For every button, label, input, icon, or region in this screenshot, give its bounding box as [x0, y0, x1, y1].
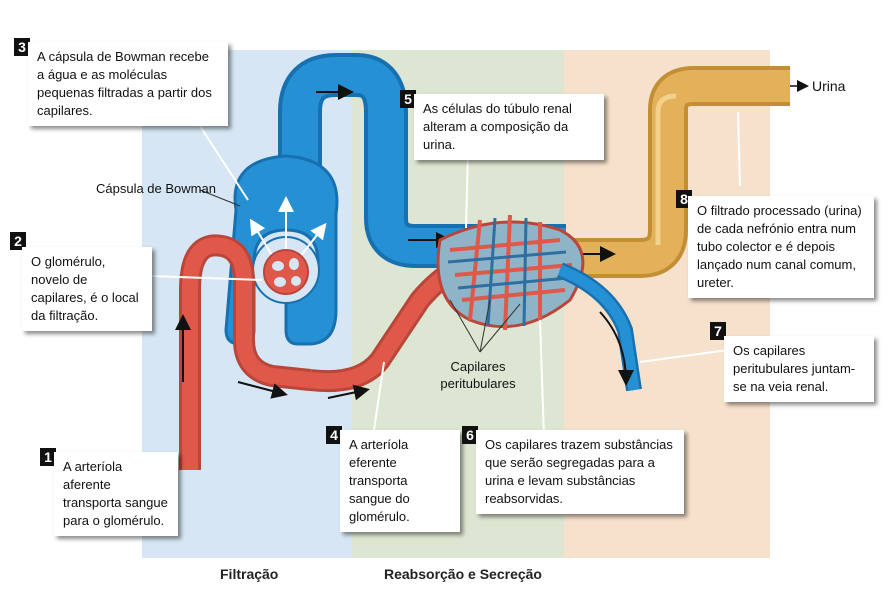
step-3-box: A cápsula de Bowman recebe a água e as m… [28, 42, 228, 126]
peritubular-capillaries [436, 214, 585, 331]
zone-label-filtracao: Filtração [220, 566, 279, 582]
step-4-box: A arteríola eferente transporta sangue d… [340, 430, 460, 532]
step-3-number: 3 [14, 38, 30, 56]
step-7-number: 7 [710, 322, 726, 340]
step-6-box: Os capilares trazem substâncias que serã… [476, 430, 684, 514]
step-5-number: 5 [400, 90, 416, 108]
zone-label-reabsorcao: Reabsorção e Secreção [384, 566, 542, 582]
step-5-text: As células do túbulo renal alteram a com… [423, 101, 572, 152]
step-4-number: 4 [326, 426, 342, 444]
step-7-box: Os capilares peritubulares juntam-se na … [724, 336, 874, 402]
callout-lines [149, 111, 741, 439]
afferent-arteriole [175, 234, 312, 470]
label-urina: Urina [812, 78, 846, 94]
step-1-number: 1 [40, 448, 56, 466]
step-8-text: O filtrado processado (urina) de cada ne… [697, 203, 862, 290]
step-6-number: 6 [462, 426, 478, 444]
renal-vein [556, 262, 642, 392]
label-capsula-bowman: Cápsula de Bowman [96, 181, 216, 196]
step-2-number: 2 [10, 232, 26, 250]
collecting-duct [560, 66, 809, 278]
glomerulus [263, 249, 309, 295]
pointer-lines [199, 189, 521, 353]
step-4-text: A arteríola eferente transporta sangue d… [349, 437, 410, 524]
step-1-box: A arteríola aferente transporta sangue p… [54, 452, 178, 536]
step-7-text: Os capilares peritubulares juntam-se na … [733, 343, 856, 394]
step-6-text: Os capilares trazem substâncias que serã… [485, 437, 673, 506]
step-8-box: O filtrado processado (urina) de cada ne… [688, 196, 874, 298]
step-2-text: O glomérulo, novelo de capilares, é o lo… [31, 254, 139, 323]
step-1-text: A arteríola aferente transporta sangue p… [63, 459, 168, 528]
step-3-text: A cápsula de Bowman recebe a água e as m… [37, 49, 212, 118]
label-capilares-peritubulares: Capilares peritubulares [440, 359, 516, 391]
step-5-box: As células do túbulo renal alteram a com… [414, 94, 604, 160]
step-2-box: O glomérulo, novelo de capilares, é o lo… [22, 247, 152, 331]
